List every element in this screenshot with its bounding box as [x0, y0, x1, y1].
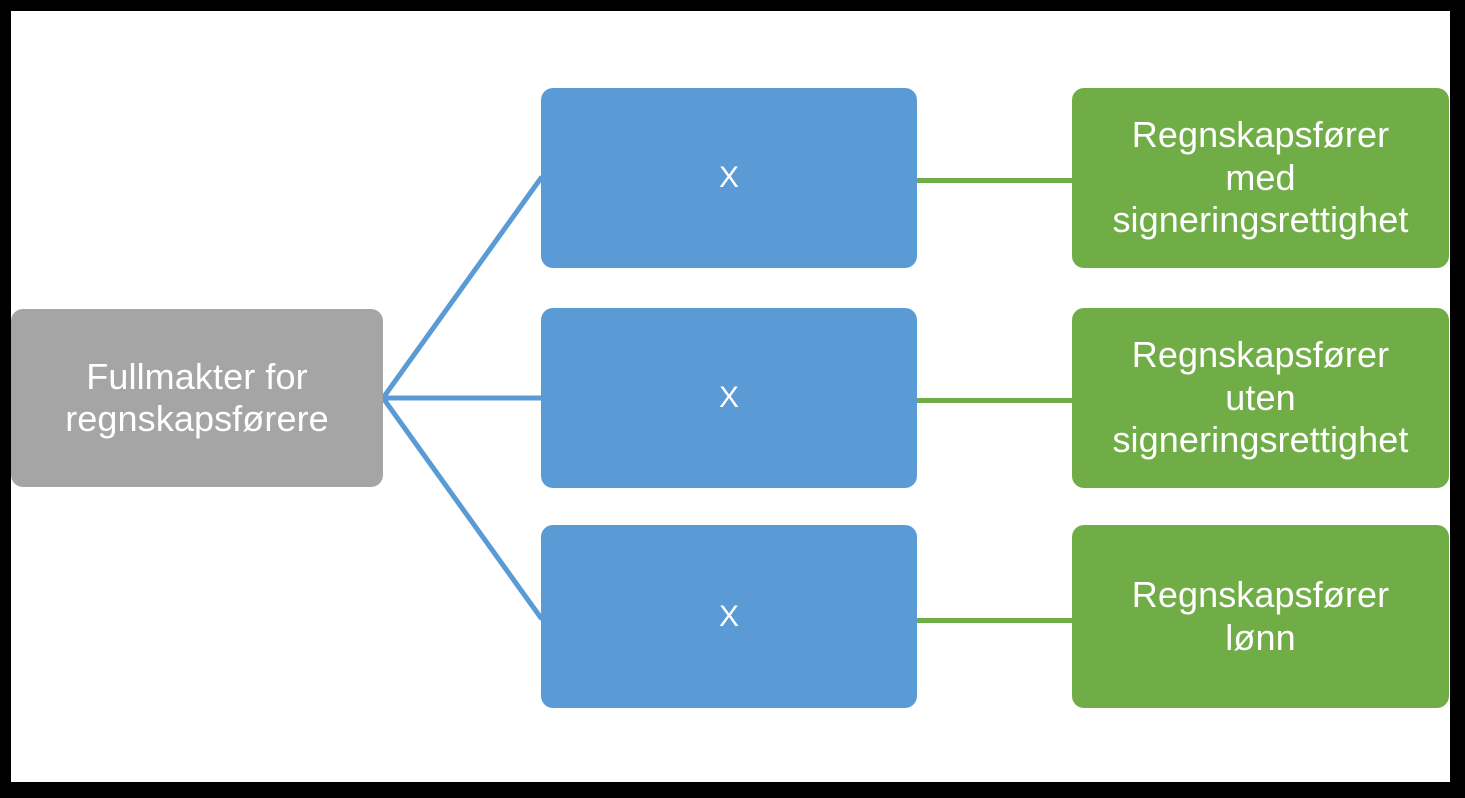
- connector-branch-2-to-leaf-2: [917, 398, 1073, 403]
- connector-branch-3-to-leaf-3: [917, 618, 1073, 623]
- connector-root-to-branch-3: [380, 395, 544, 621]
- node-leaf-regnskapsforer-med-signeringsrettighet[interactable]: Regnskapsfører med signeringsrettighet: [1072, 88, 1449, 268]
- node-branch-2[interactable]: X: [541, 308, 917, 488]
- node-root-fullmakter[interactable]: Fullmakter for regnskapsførere: [11, 309, 383, 487]
- node-leaf-regnskapsforer-lonn[interactable]: Regnskapsfører lønn: [1072, 525, 1449, 708]
- connector-branch-1-to-leaf-1: [917, 178, 1073, 183]
- node-branch-3[interactable]: X: [541, 525, 917, 708]
- connector-root-to-branch-1: [380, 175, 544, 401]
- node-leaf-regnskapsforer-uten-signeringsrettighet[interactable]: Regnskapsfører uten signeringsrettighet: [1072, 308, 1449, 488]
- diagram-stage: Fullmakter for regnskapsførere X X X Reg…: [11, 11, 1450, 782]
- node-branch-1[interactable]: X: [541, 88, 917, 268]
